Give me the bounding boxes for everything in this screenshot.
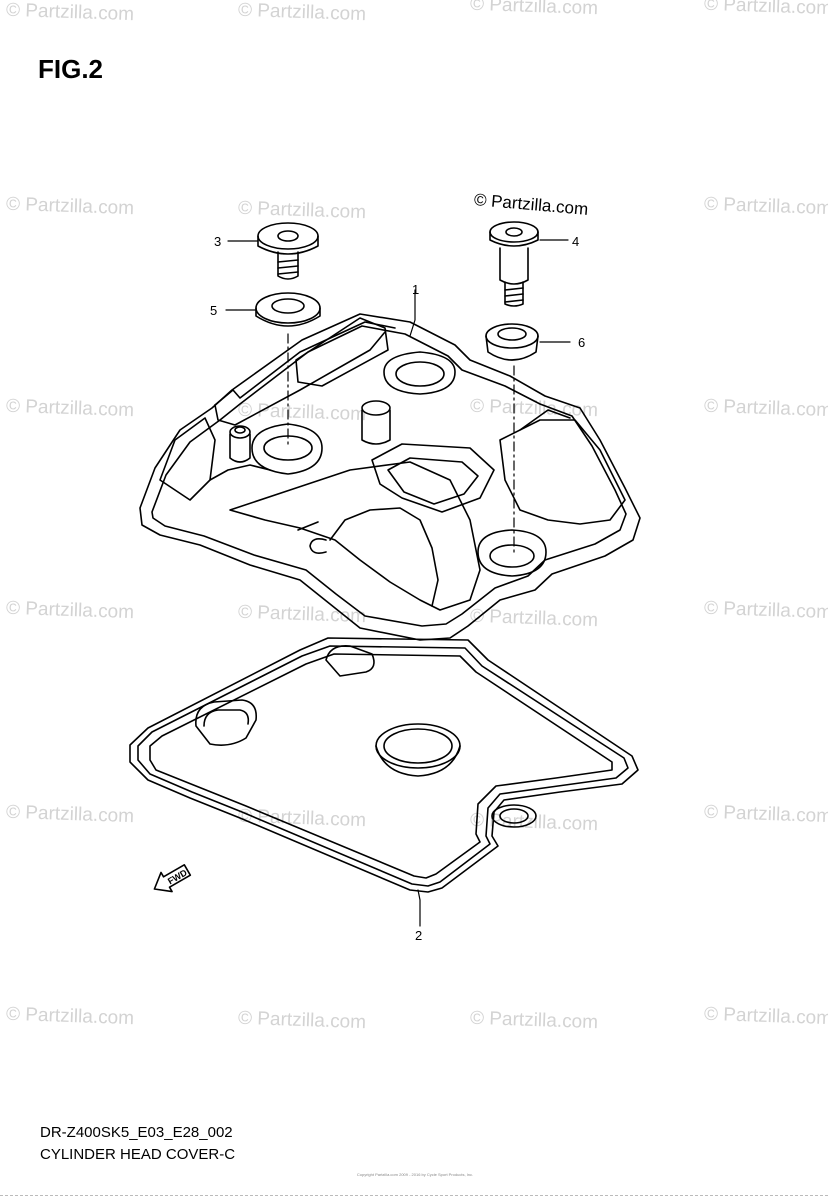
callout-2: 2 [415, 928, 422, 943]
callout-5: 5 [210, 303, 217, 318]
forward-arrow-icon: FWD [153, 864, 192, 893]
callout-3: 3 [214, 234, 221, 249]
bolt-3 [257, 222, 319, 280]
callout-6: 6 [578, 335, 585, 350]
head-cover-gasket [129, 637, 639, 893]
callout-1: 1 [412, 282, 419, 297]
copyright-fine-print: Copyright Partzilla.com 2009 - 2016 by C… [356, 1172, 474, 1177]
assembly-lines [287, 333, 515, 557]
leader-lines [225, 239, 571, 927]
model-code: DR-Z400SK5_E03_E28_002 [40, 1124, 233, 1141]
cylinder-head-cover [139, 313, 641, 641]
bottom-divider [0, 1195, 828, 1196]
figure-title: FIG.2 [38, 54, 104, 84]
washer-5 [255, 292, 321, 327]
callout-4: 4 [572, 234, 579, 249]
seal-6 [485, 323, 539, 361]
bolt-4 [489, 221, 539, 307]
section-name: CYLINDER HEAD COVER-C [40, 1146, 236, 1163]
